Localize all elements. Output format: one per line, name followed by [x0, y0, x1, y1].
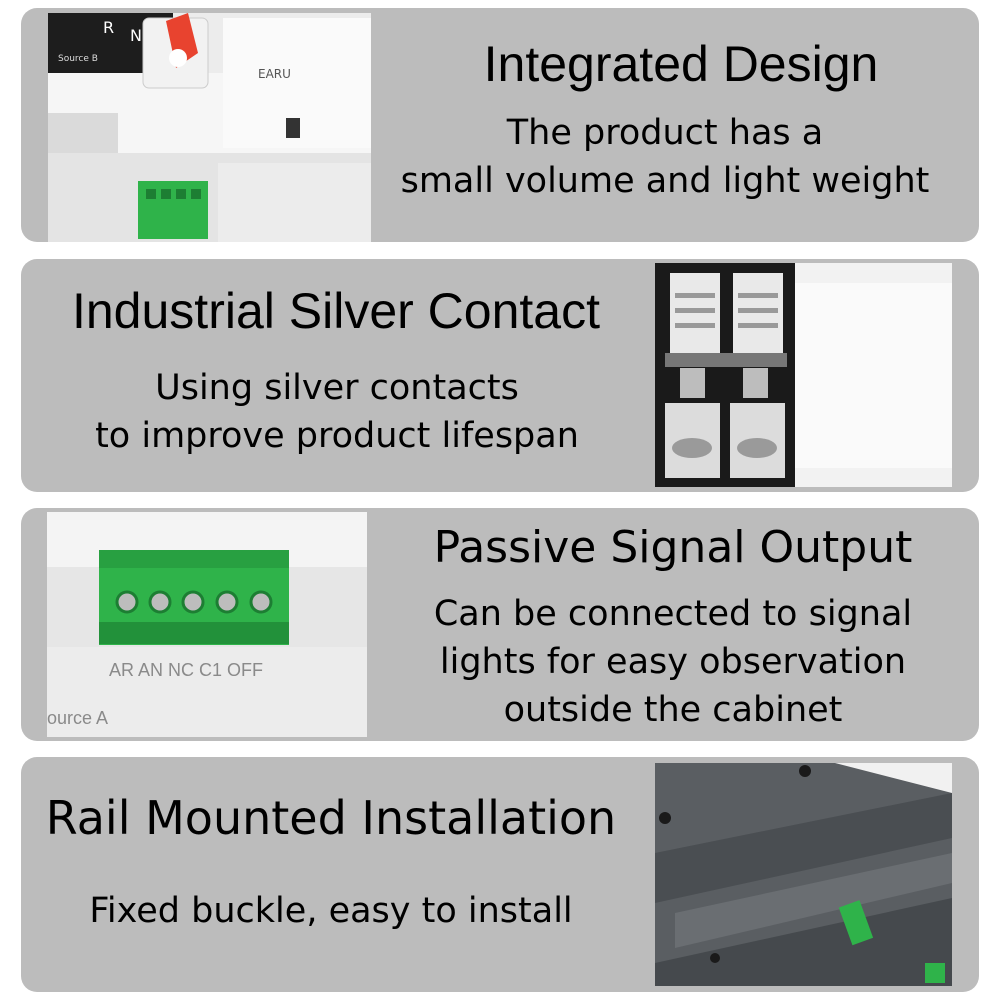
description-line: Can be connected to signal	[433, 594, 913, 634]
panel-title: Rail Mounted Installation	[45, 791, 617, 845]
switch-front-illustration: R N Source B EARU	[48, 13, 371, 242]
rail-buckle-illustration	[655, 763, 952, 986]
photo-label-source-b: Source B	[58, 54, 98, 64]
feature-panel-integrated-design: R N Source B EARU Integrated Design The …	[21, 8, 979, 242]
panel-title: Passive Signal Output	[433, 522, 913, 573]
photo-label-brand: EARU	[258, 67, 291, 81]
description-line: Fixed buckle, easy to install	[89, 891, 573, 931]
description-line: The product has a	[506, 113, 824, 153]
panel-description: Using silver contacts to improve product…	[21, 364, 653, 460]
feature-panel-silver-contact: Industrial Silver Contact Using silver c…	[21, 259, 979, 492]
description-line: outside the cabinet	[503, 690, 843, 730]
feature-panel-rail-mounted: Rail Mounted Installation Fixed buckle, …	[21, 757, 979, 992]
description-line: lights for easy observation	[439, 642, 907, 682]
rail-buckle-photo	[655, 763, 952, 986]
silver-contact-illustration	[655, 263, 952, 487]
photo-label-terminals: AR AN NC C1 OFF	[109, 660, 263, 680]
description-line: Using silver contacts	[155, 368, 519, 408]
description-line: to improve product lifespan	[95, 416, 579, 456]
panel-description: The product has a small volume and light…	[351, 109, 979, 205]
photo-label-r: R	[103, 18, 114, 37]
photo-label-n: N	[130, 26, 142, 45]
switch-front-photo: R N Source B EARU	[48, 13, 371, 242]
photo-label-source: ource A	[47, 708, 108, 728]
panel-description: Fixed buckle, easy to install	[21, 887, 641, 935]
description-line: small volume and light weight	[400, 161, 930, 201]
feature-panel-passive-signal: AR AN NC C1 OFF ource A Passive Signal O…	[21, 508, 979, 741]
panel-title: Integrated Design	[483, 36, 879, 92]
silver-contact-photo	[655, 263, 952, 487]
terminal-block-illustration: AR AN NC C1 OFF ource A	[47, 512, 367, 737]
panel-title: Industrial Silver Contact	[71, 283, 600, 339]
panel-description: Can be connected to signal lights for ea…	[367, 590, 979, 734]
terminal-block-photo: AR AN NC C1 OFF ource A	[47, 512, 367, 737]
